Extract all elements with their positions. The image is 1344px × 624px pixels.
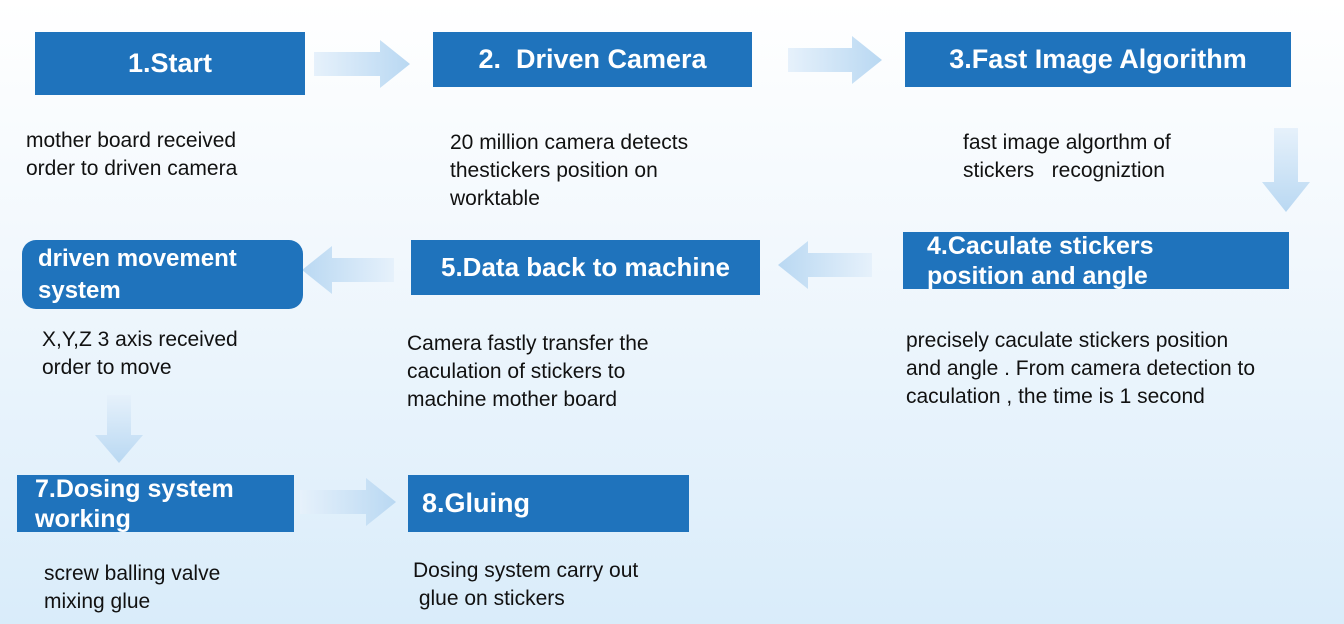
- step-1-box: 1.Start: [35, 32, 305, 95]
- step-1-desc: mother board received order to driven ca…: [26, 129, 238, 180]
- step-4-title-line2: position and angle: [927, 261, 1148, 290]
- arrow-right-icon: [314, 40, 410, 88]
- step-4-box: 4.Caculate stickers position and angle: [903, 231, 1289, 290]
- step-2-desc: 20 million camera detects thestickers po…: [450, 131, 689, 210]
- arrow-right-icon: [300, 478, 396, 526]
- step-5-box: 5.Data back to machine: [411, 240, 760, 295]
- step-5-title: 5.Data back to machine: [441, 252, 730, 282]
- step-4-desc: precisely caculate stickers position and…: [906, 329, 1256, 408]
- step-7-box: 7.Dosing system working: [17, 474, 294, 533]
- arrow-left-icon: [302, 246, 394, 294]
- step-4-title-line1: 4.Caculate stickers: [927, 231, 1154, 260]
- step-3-box: 3.Fast Image Algorithm: [905, 32, 1291, 87]
- arrow-down-icon: [95, 395, 143, 463]
- arrow-right-icon: [788, 36, 882, 84]
- arrow-left-icon: [778, 241, 872, 289]
- step-8-title: 8.Gluing: [422, 488, 530, 518]
- step-8-desc: Dosing system carry out glue on stickers: [413, 559, 639, 610]
- step-2-box: 2. Driven Camera: [433, 32, 752, 87]
- step-7-title-line1: 7.Dosing system: [35, 474, 234, 503]
- step-7-title-line2: working: [35, 504, 131, 533]
- step-1-title: 1.Start: [127, 48, 213, 78]
- step-3-desc: fast image algorthm of stickers recogniz…: [963, 131, 1171, 182]
- step-6-desc: X,Y,Z 3 axis received order to move: [42, 328, 238, 379]
- step-6-title-line1: driven movement: [38, 244, 237, 272]
- step-2-title: 2. Driven Camera: [478, 44, 707, 74]
- step-8-box: 8.Gluing: [408, 475, 689, 532]
- step-6-box: driven movement system: [22, 240, 303, 309]
- step-5-desc: Camera fastly transfer the caculation of…: [407, 332, 649, 411]
- arrow-down-icon: [1262, 128, 1310, 212]
- step-3-title: 3.Fast Image Algorithm: [949, 44, 1247, 74]
- step-7-desc: screw balling valve mixing glue: [44, 562, 221, 613]
- step-6-title-line2: system: [38, 276, 121, 304]
